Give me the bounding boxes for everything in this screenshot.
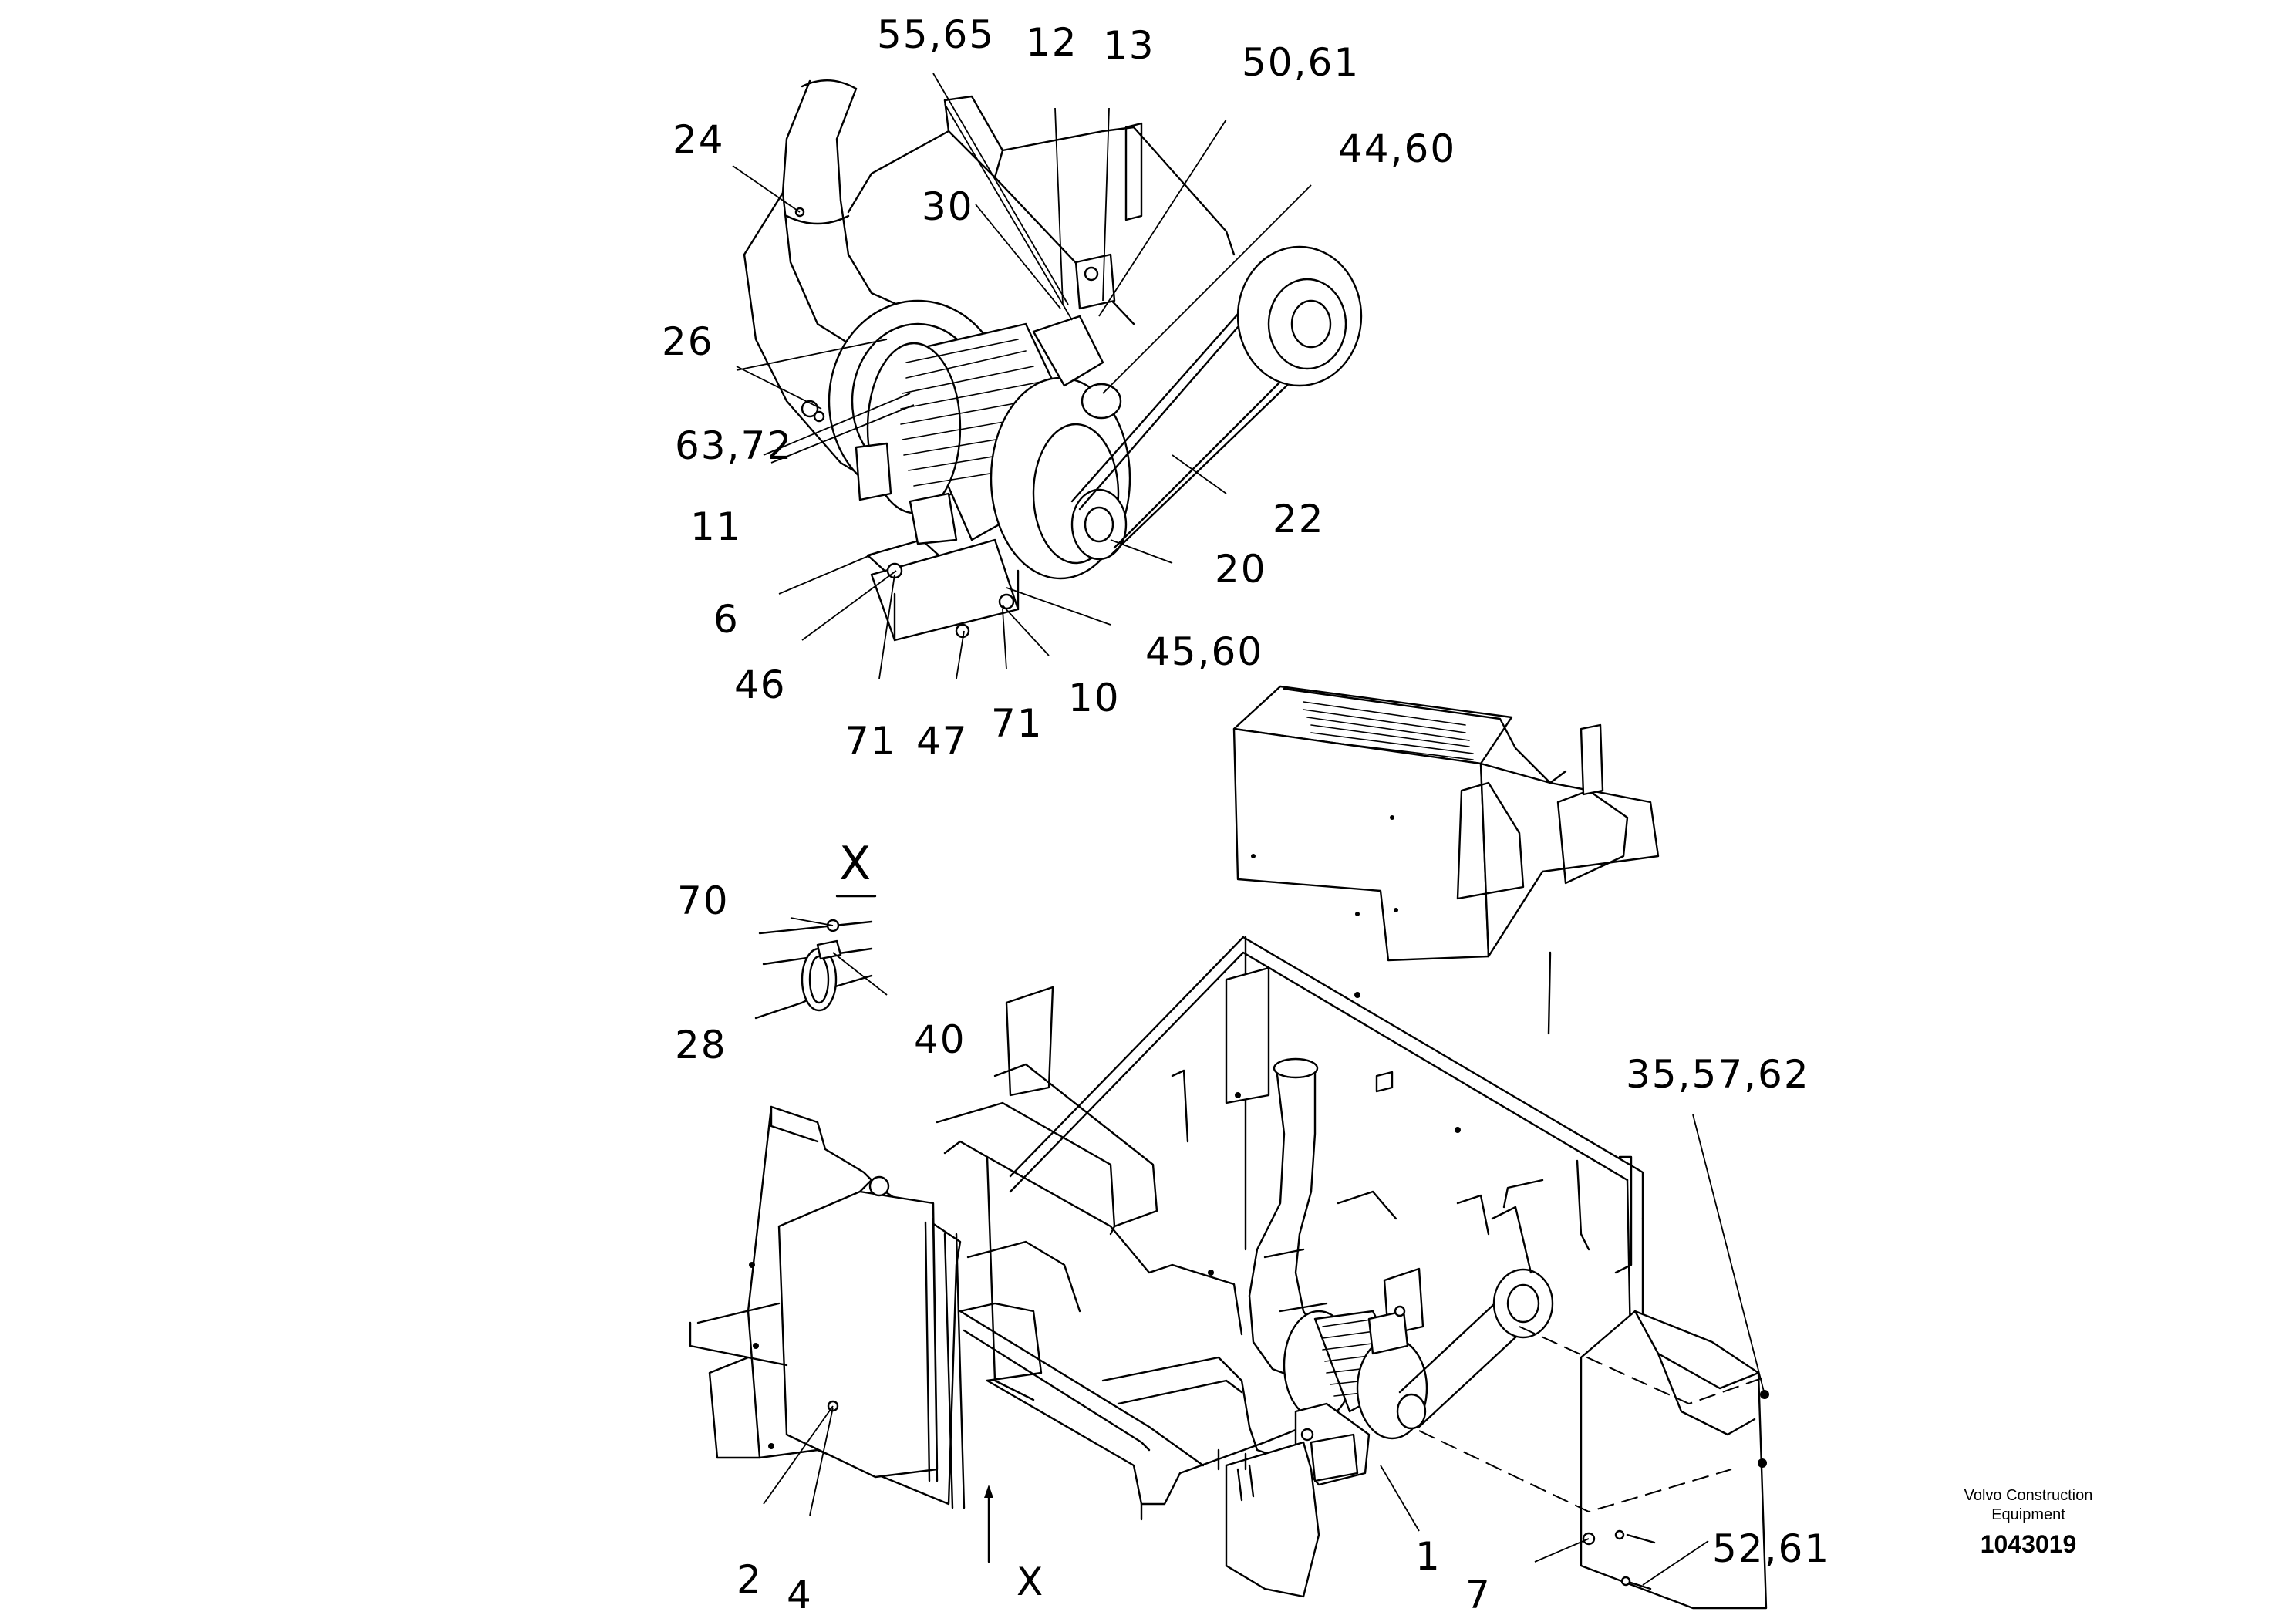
callout-35-57-62: 35,57,62 [1626,1052,1810,1097]
callout-26: 26 [662,319,714,364]
upper-leader-lines [732,73,1312,679]
callout-52-61: 52,61 [1712,1526,1830,1571]
callout-40: 40 [914,1017,966,1062]
callout-30: 30 [922,184,974,229]
view-x-arrow-label: X [1017,1560,1044,1604]
callout-63-72: 63,72 [675,423,793,468]
callout-labels: 24 55,65 12 13 50,61 44,60 30 26 63,72 1… [662,12,1830,1617]
callout-46: 46 [734,663,787,707]
document-number: 1043019 [1981,1530,2077,1558]
detail-x-title: X [839,837,872,891]
callout-70: 70 [677,878,730,923]
callout-24: 24 [673,117,725,162]
callout-6: 6 [713,597,740,642]
callout-13: 13 [1103,23,1155,68]
callout-71-left: 71 [845,719,897,764]
brand-line-1: Volvo Construction [1964,1487,2093,1504]
callout-71-right: 71 [991,701,1043,746]
callout-1: 1 [1415,1534,1441,1579]
callout-10: 10 [1068,676,1121,720]
callout-4: 4 [787,1573,813,1617]
main-frame-assembly [689,936,1769,1610]
callout-22: 22 [1273,497,1325,541]
detail-x-clamp [754,895,888,1020]
callout-55-65: 55,65 [877,12,995,57]
callout-7: 7 [1465,1573,1492,1617]
callout-11: 11 [690,504,743,549]
motor-blower-assembly [743,79,1363,642]
callout-44-60: 44,60 [1338,126,1456,171]
callout-2: 2 [737,1557,763,1602]
title-block: Volvo Construction Equipment 1043019 [1964,1487,2093,1558]
callout-28: 28 [675,1023,727,1067]
callout-45-60: 45,60 [1145,629,1263,674]
lower-leader-lines [763,1114,1765,1586]
callout-47: 47 [916,719,969,764]
callout-50-61: 50,61 [1242,40,1360,85]
engine-cover [1232,685,1660,1035]
callout-12: 12 [1026,20,1078,65]
brand-line-2: Equipment [1991,1506,2065,1523]
callout-20: 20 [1215,547,1267,592]
